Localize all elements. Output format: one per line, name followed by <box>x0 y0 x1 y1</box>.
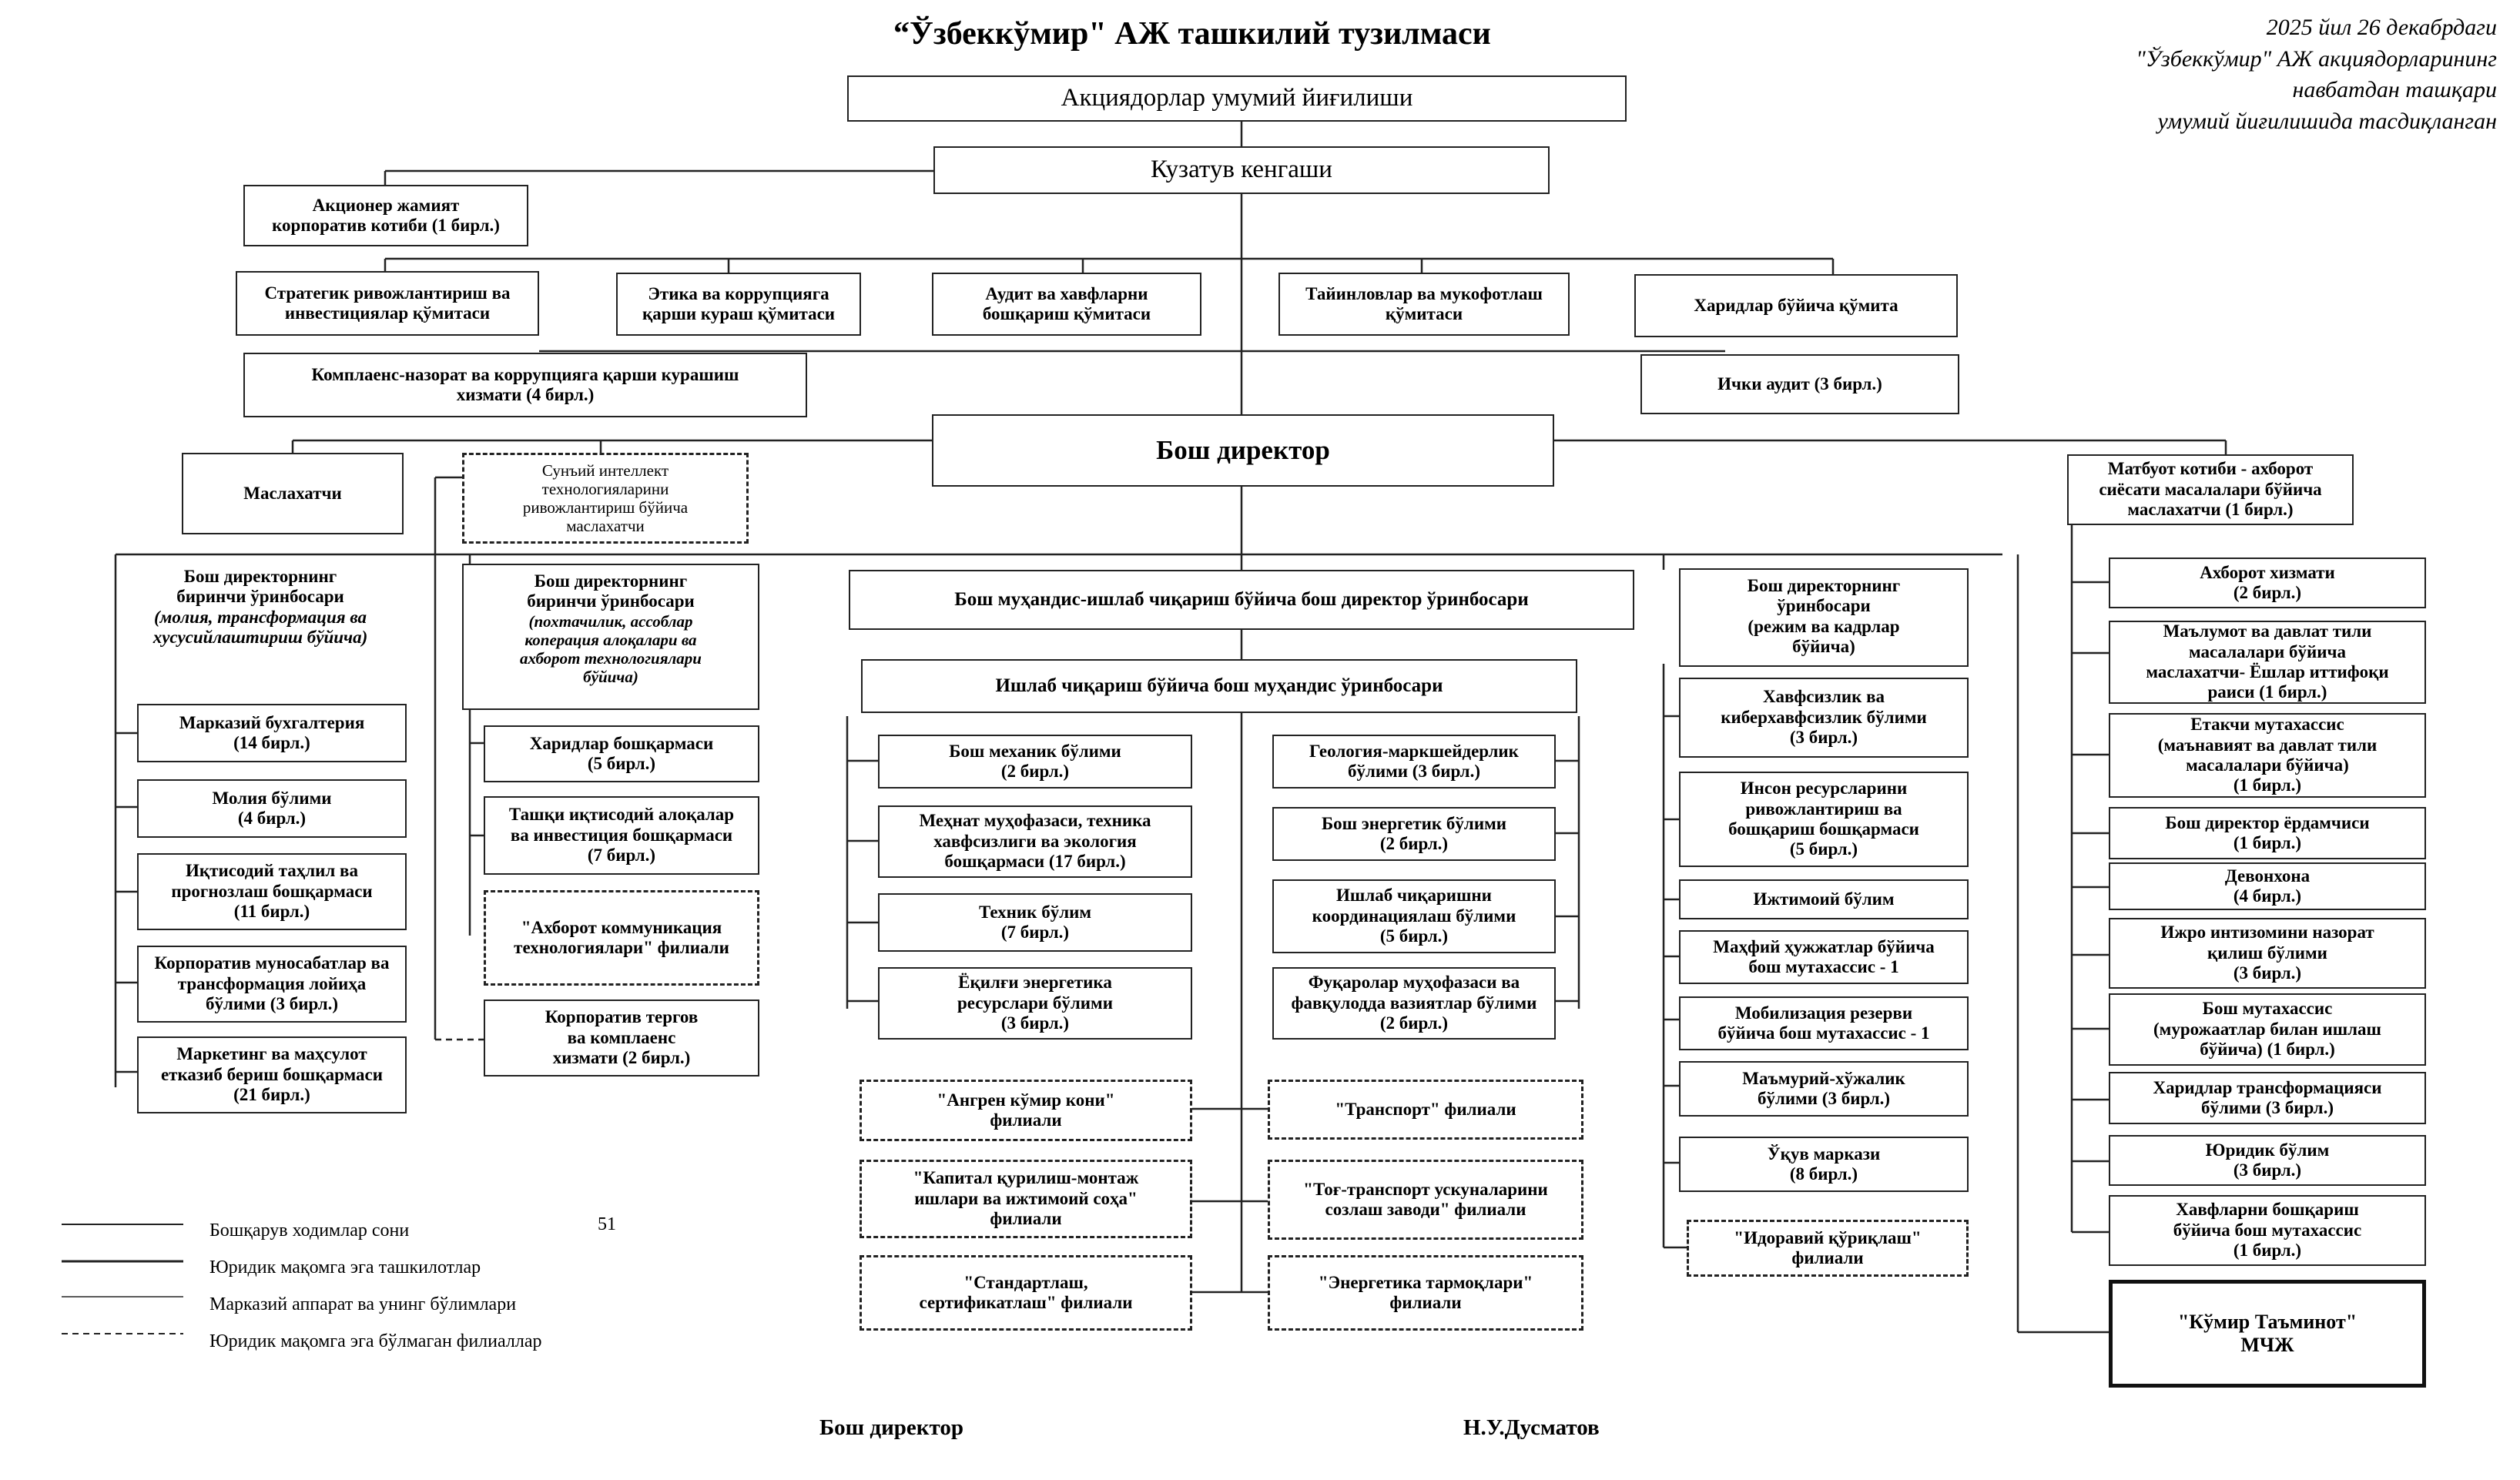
press-unit: Маълумот ва давлат тили масалалари бўйич… <box>2109 621 2426 704</box>
press-unit: Бош директор ёрдамчиси (1 бирл.) <box>2109 807 2426 859</box>
press-unit: Девонхона (4 бирл.) <box>2109 862 2426 910</box>
production-deputy-box: Ишлаб чиқариш бўйича бош муҳандис ўринбо… <box>861 659 1577 713</box>
deputy2-branch: "Ахборот коммуникация технологиялари" фи… <box>484 890 759 986</box>
production-unit: Ёқилғи энергетика ресурслари бўлими (3 б… <box>878 967 1192 1040</box>
press-unit: Ижро интизомини назорат қилиш бўлими (3 … <box>2109 918 2426 989</box>
deputy2-unit: Харидлар бошқармаси (5 бирл.) <box>484 725 759 782</box>
deputy3-unit: Ижтимоий бўлим <box>1679 879 1969 919</box>
approval-line: умумий йиғилишида тасдиқланган <box>2157 108 2497 134</box>
chief-engineer-box: Бош муҳандис-ишлаб чиқариш бўйича бош ди… <box>849 570 1634 630</box>
legend: Бошқарув ходимлар сони Юридик мақомга эг… <box>209 1212 541 1360</box>
deputy2-unit: Ташқи иқтисодий алоқалар ва инвестиция б… <box>484 796 759 875</box>
internal-audit-box: Ички аудит (3 бирл.) <box>1640 354 1959 414</box>
branch-box: "Транспорт" филиали <box>1268 1080 1583 1140</box>
press-unit: Ахборот хизмати (2 бирл.) <box>2109 558 2426 608</box>
deputy2-unit: Корпоратив тергов ва комплаенс хизмати (… <box>484 1000 759 1077</box>
deputy2-subtitle: (похтачилик, ассоблар коперация алоқалар… <box>520 611 702 687</box>
compliance-box: Комплаенс-назорат ва коррупцияга қарши к… <box>243 353 807 417</box>
legend-count: 51 <box>598 1214 616 1234</box>
deputy3-unit: Инсон ресурсларини ривожлантириш ва бошқ… <box>1679 772 1969 867</box>
production-unit: Ишлаб чиқаришни координациялаш бўлими (5… <box>1272 879 1556 953</box>
deputy1-unit: Иқтисодий таҳлил ва прогнозлаш бошқармас… <box>137 853 407 930</box>
committee-box: Стратегик ривожлантириш ва инвестициялар… <box>236 271 539 336</box>
deputy3-unit: Маъмурий-хўжалик бўлими (3 бирл.) <box>1679 1061 1969 1117</box>
press-unit: Харидлар трансформацияси бўлими (3 бирл.… <box>2109 1072 2426 1124</box>
secretary-box: Акционер жамият корпоратив котиби (1 бир… <box>243 185 528 246</box>
press-unit: Бош мутахассис (мурожаатлар билан ишлаш … <box>2109 993 2426 1066</box>
branch-box: "Энергетика тармоқлари" филиали <box>1268 1255 1583 1331</box>
approval-line: "Ўзбеккўмир" АЖ акциядорларининг <box>2136 45 2497 72</box>
deputy1-title: Бош директорнинг биринчи ўринбосари <box>176 567 344 607</box>
legend-item: Бошқарув ходимлар сони <box>209 1220 410 1241</box>
deputy3-box: Бош директорнинг ўринбосари (режим ва ка… <box>1679 568 1969 667</box>
press-unit: Юридик бўлим (3 бирл.) <box>2109 1135 2426 1186</box>
committee-box: Аудит ва хавфларни бошқариш қўмитаси <box>932 273 1201 336</box>
deputy1-subtitle: (молия, трансформация ва хусусийлаштириш… <box>152 607 368 648</box>
board-box: Кузатув кенгаши <box>933 146 1550 194</box>
deputy3-unit: Маҳфий ҳужжатлар бўйича бош мутахассис -… <box>1679 930 1969 984</box>
committee-box: Харидлар бўйича қўмита <box>1634 274 1958 337</box>
legend-item: Юридик мақомга эга ташкилотлар <box>209 1257 481 1277</box>
press-unit: Етакчи мутахассис (маънавият ва давлат т… <box>2109 713 2426 798</box>
approval-line: навбатдан ташқари <box>2292 77 2497 102</box>
production-unit: Бош энергетик бўлими (2 бирл.) <box>1272 807 1556 861</box>
branch-box: "Ангрен кўмир кони" филиали <box>860 1080 1192 1141</box>
deputy3-unit: Мобилизация резерви бўйича бош мутахасси… <box>1679 996 1969 1050</box>
deputy1-box: Бош директорнинг биринчи ўринбосари (мол… <box>116 561 405 693</box>
deputy1-unit: Корпоратив муносабатлар ва трансформация… <box>137 946 407 1023</box>
shareholders-box: Акциядорлар умумий йиғилиши <box>847 75 1627 122</box>
deputy3-unit: Ўқув маркази (8 бирл.) <box>1679 1137 1969 1192</box>
production-unit: Техник бўлим (7 бирл.) <box>878 893 1192 952</box>
committee-box: Этика ва коррупцияга қарши кураш қўмитас… <box>616 273 861 336</box>
legend-item: Марказий аппарат ва унинг бўлимлари <box>209 1294 517 1314</box>
kumir-taminot-box: "Кўмир Таъминот" МЧЖ <box>2109 1280 2426 1388</box>
director-box: Бош директор <box>932 414 1554 487</box>
legend-item: Юридик мақомга эга бўлмаган филиаллар <box>209 1331 542 1351</box>
deputy1-unit: Молия бўлими (4 бирл.) <box>137 779 407 838</box>
branch-box: "Тоғ-транспорт ускуналарини созлаш завод… <box>1268 1160 1583 1240</box>
branch-box: "Капитал қурилиш-монтаж ишлари ва ижтимо… <box>860 1160 1192 1238</box>
deputy3-branch: "Идоравий қўриқлаш" филиали <box>1687 1220 1969 1277</box>
branch-box: "Стандартлаш, сертификатлаш" филиали <box>860 1255 1192 1331</box>
production-unit: Бош механик бўлими (2 бирл.) <box>878 735 1192 789</box>
signature-name: Н.У.Дусматов <box>1463 1415 1600 1440</box>
page-title: “Ўзбеккўмир" АЖ ташкилий тузилмаси <box>893 16 1491 52</box>
production-unit: Геология-маркшейдерлик бўлими (3 бирл.) <box>1272 735 1556 789</box>
deputy2-box: Бош директорнинг биринчи ўринбосари (пох… <box>462 564 759 710</box>
production-unit: Фуқаролар муҳофазаси ва фавқулодда вазия… <box>1272 967 1556 1040</box>
press-secretary-box: Матбуот котиби - ахборот сиёсати масалал… <box>2067 454 2354 525</box>
ai-advisor-box: Сунъий интеллект технологияларини ривожл… <box>462 453 749 544</box>
deputy1-unit: Маркетинг ва маҳсулот етказиб бериш бошқ… <box>137 1036 407 1113</box>
deputy1-unit: Марказий бухгалтерия (14 бирл.) <box>137 704 407 762</box>
press-unit: Хавфларни бошқариш бўйича бош мутахассис… <box>2109 1195 2426 1266</box>
approval-stamp: 2025 йил 26 декабрдаги "Ўзбеккўмир" АЖ а… <box>2136 12 2497 137</box>
production-unit: Меҳнат муҳофазаси, техника хавфсизлиги в… <box>878 805 1192 878</box>
deputy3-unit: Хавфсизлик ва киберхавфсизлик бўлими (3 … <box>1679 678 1969 758</box>
signature-role: Бош директор <box>819 1415 963 1440</box>
advisor-box: Маслахатчи <box>182 453 404 534</box>
committee-box: Тайинловлар ва мукофотлаш қўмитаси <box>1278 273 1570 336</box>
approval-line: 2025 йил 26 декабрдаги <box>2266 15 2497 40</box>
deputy2-title: Бош директорнинг биринчи ўринбосари <box>527 571 695 611</box>
